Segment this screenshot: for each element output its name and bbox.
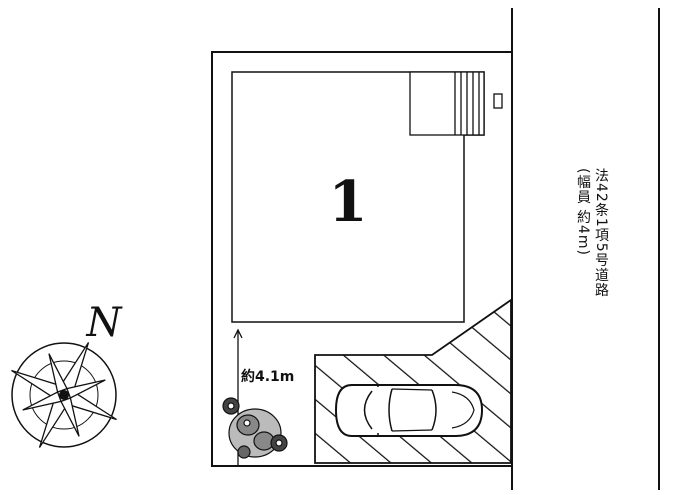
road-width: (幅員 約4m)	[575, 168, 591, 256]
dimension-label: 約4.1m	[241, 368, 294, 385]
shrubs	[222, 397, 288, 459]
mailbox	[493, 93, 503, 109]
car-icon	[334, 384, 484, 437]
road-type: 法42条1項5号道路	[593, 168, 609, 298]
lot-boundary	[211, 51, 512, 467]
road-label: 法42条1項5号道路 (幅員 約4m)	[574, 168, 610, 368]
compass-north-label: N	[86, 300, 124, 346]
compass-rose	[11, 342, 117, 448]
lot-number: 1	[329, 169, 368, 235]
entrance-stairs	[409, 71, 485, 136]
